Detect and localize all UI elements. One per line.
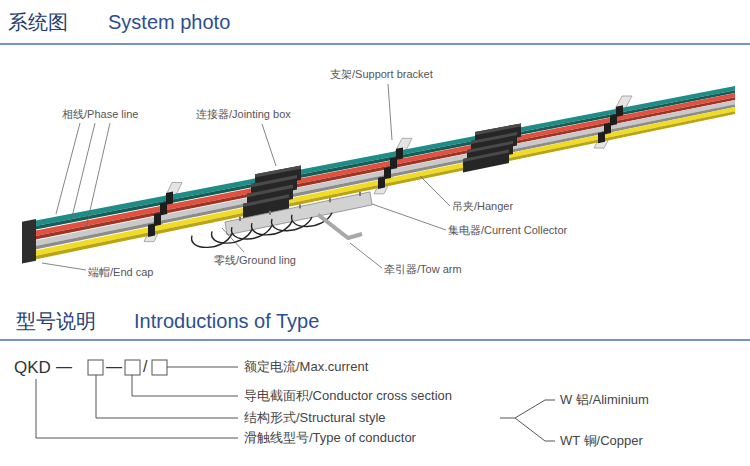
busbar-rail-side bbox=[28, 104, 735, 251]
leader-line bbox=[71, 123, 95, 221]
jointing-box-top bbox=[243, 194, 289, 207]
collector-strut bbox=[359, 192, 361, 196]
hanger bbox=[166, 192, 173, 205]
part-label: 支架/Support bracket bbox=[330, 68, 433, 81]
busbar-rail bbox=[28, 86, 735, 227]
type-code: — bbox=[56, 357, 72, 376]
leader-line bbox=[388, 84, 392, 140]
hanger bbox=[598, 132, 605, 144]
code-leader bbox=[36, 379, 238, 438]
hanger bbox=[616, 105, 623, 117]
code-leader bbox=[167, 367, 238, 368]
code-leader bbox=[132, 375, 238, 396]
hanger bbox=[160, 202, 167, 215]
busbar-rail-side bbox=[28, 90, 735, 231]
hanger bbox=[148, 223, 155, 237]
leader-line bbox=[372, 204, 446, 230]
part-label: 吊夹/Hanger bbox=[452, 200, 513, 213]
type-note: 滑触线型号/Type of conductor bbox=[244, 430, 416, 446]
hanger bbox=[604, 123, 611, 135]
part-label: 连接器/Jointing box bbox=[196, 108, 291, 121]
part-label: 相线/Phase line bbox=[62, 108, 138, 121]
header-rule bbox=[0, 43, 750, 45]
busbar-rail bbox=[28, 107, 735, 257]
tow-arm bbox=[318, 215, 362, 238]
part-label: 端帽/End cap bbox=[88, 266, 153, 279]
hanger bbox=[390, 157, 397, 170]
section-heading: 型号说明 bbox=[16, 309, 96, 333]
type-code: — bbox=[106, 357, 122, 376]
part-label: 牵引器/Tow arm bbox=[384, 263, 462, 276]
collector-strut bbox=[329, 198, 331, 202]
current-collector bbox=[225, 192, 372, 235]
leader-lines bbox=[42, 84, 450, 270]
busbar-rail-side bbox=[28, 97, 735, 241]
end-cap bbox=[22, 249, 36, 264]
jointing-box-top bbox=[463, 150, 509, 163]
jointing-box bbox=[463, 150, 509, 173]
busbar-rail bbox=[28, 100, 735, 247]
type-note: 额定电流/Max.current bbox=[244, 359, 368, 375]
collector-strut bbox=[269, 211, 271, 215]
leader-line bbox=[42, 263, 86, 270]
leader-line bbox=[222, 228, 244, 252]
leader-line bbox=[262, 124, 276, 166]
material-note: WT 铜/Copper bbox=[560, 433, 643, 449]
code-box bbox=[125, 360, 140, 375]
type-code: QKD bbox=[14, 358, 51, 378]
leader-line bbox=[86, 123, 110, 228]
section-heading: System photo bbox=[108, 10, 230, 34]
part-label: 集电器/Current Collector bbox=[448, 224, 567, 237]
type-code: / bbox=[143, 357, 147, 376]
code-box bbox=[88, 360, 103, 375]
type-note: 导电截面积/Conductor cross section bbox=[244, 388, 452, 404]
hanger bbox=[396, 148, 403, 161]
leader-line bbox=[350, 243, 382, 268]
material-note: W 铝/Aliminium bbox=[560, 392, 649, 408]
collector-strut bbox=[299, 204, 301, 208]
part-label: 零线/Ground ling bbox=[214, 254, 296, 267]
hanger bbox=[378, 176, 385, 189]
busbar-group bbox=[22, 86, 735, 264]
busbar-rail bbox=[28, 93, 735, 237]
code-box bbox=[152, 360, 167, 375]
code-leader bbox=[96, 375, 238, 418]
collector-strut bbox=[239, 217, 241, 221]
busbar-rail-side bbox=[28, 111, 735, 261]
header-rule bbox=[0, 339, 750, 341]
hanger bbox=[610, 114, 617, 126]
hanger bbox=[154, 213, 161, 227]
type-note: 结构形式/Structural style bbox=[244, 410, 386, 426]
section-heading: 系统图 bbox=[8, 10, 68, 34]
leader-line bbox=[420, 176, 450, 206]
hanger bbox=[384, 167, 391, 180]
material-bracket bbox=[500, 400, 555, 441]
section-heading: Introductions of Type bbox=[134, 309, 319, 333]
